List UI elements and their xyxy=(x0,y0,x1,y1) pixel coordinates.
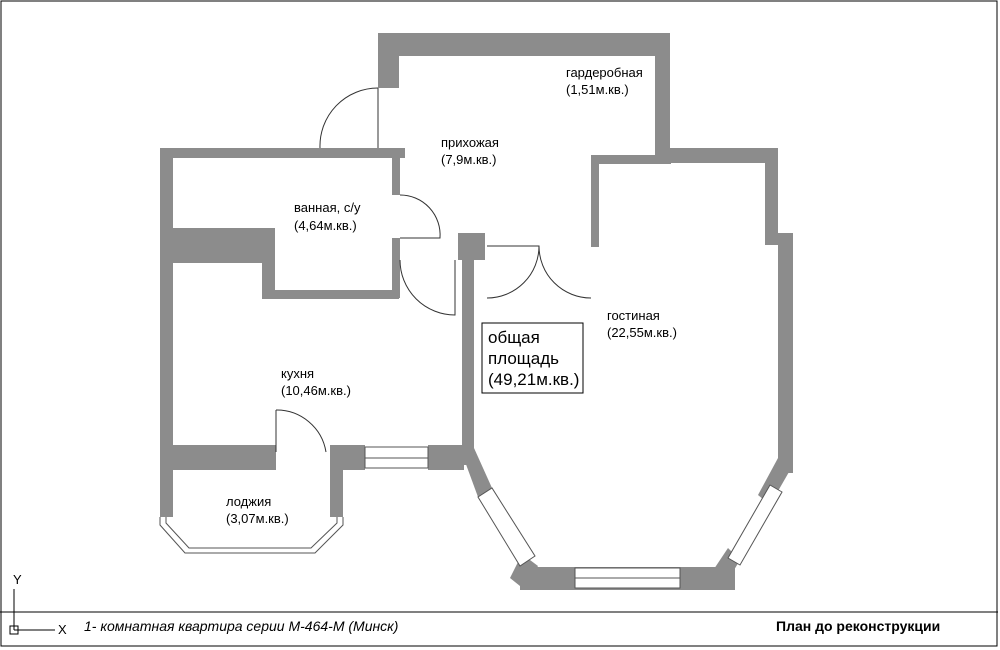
total-line2: площадь xyxy=(488,349,559,368)
hallway-name: прихожая xyxy=(441,135,499,150)
footer-subtitle: План до реконструкции xyxy=(776,618,940,634)
axis-y-label: Y xyxy=(13,572,22,587)
bathroom-name: ванная, с/у xyxy=(294,200,361,215)
wardrobe-area: (1,51м.кв.) xyxy=(566,82,629,97)
hallway-area: (7,9м.кв.) xyxy=(441,152,497,167)
door-swings xyxy=(275,87,592,453)
living-area: (22,55м.кв.) xyxy=(607,325,677,340)
kitchen-name: кухня xyxy=(281,366,314,381)
wardrobe-name: гардеробная xyxy=(566,65,643,80)
windows xyxy=(159,446,783,589)
kitchen-area: (10,46м.кв.) xyxy=(281,383,351,398)
loggia-area: (3,07м.кв.) xyxy=(226,511,289,526)
total-line3: (49,21м.кв.) xyxy=(488,370,579,389)
total-area-frame xyxy=(481,322,584,394)
bathroom-area: (4,64м.кв.) xyxy=(294,218,357,233)
loggia-name: лоджия xyxy=(226,494,271,509)
footer-title: 1- комнатная квартира серии М-464-М (Мин… xyxy=(84,618,398,634)
ucs-axis-icon xyxy=(9,589,55,635)
axis-x-label: X xyxy=(58,622,67,637)
living-name: гостиная xyxy=(607,308,660,323)
total-line1: общая xyxy=(488,328,540,347)
